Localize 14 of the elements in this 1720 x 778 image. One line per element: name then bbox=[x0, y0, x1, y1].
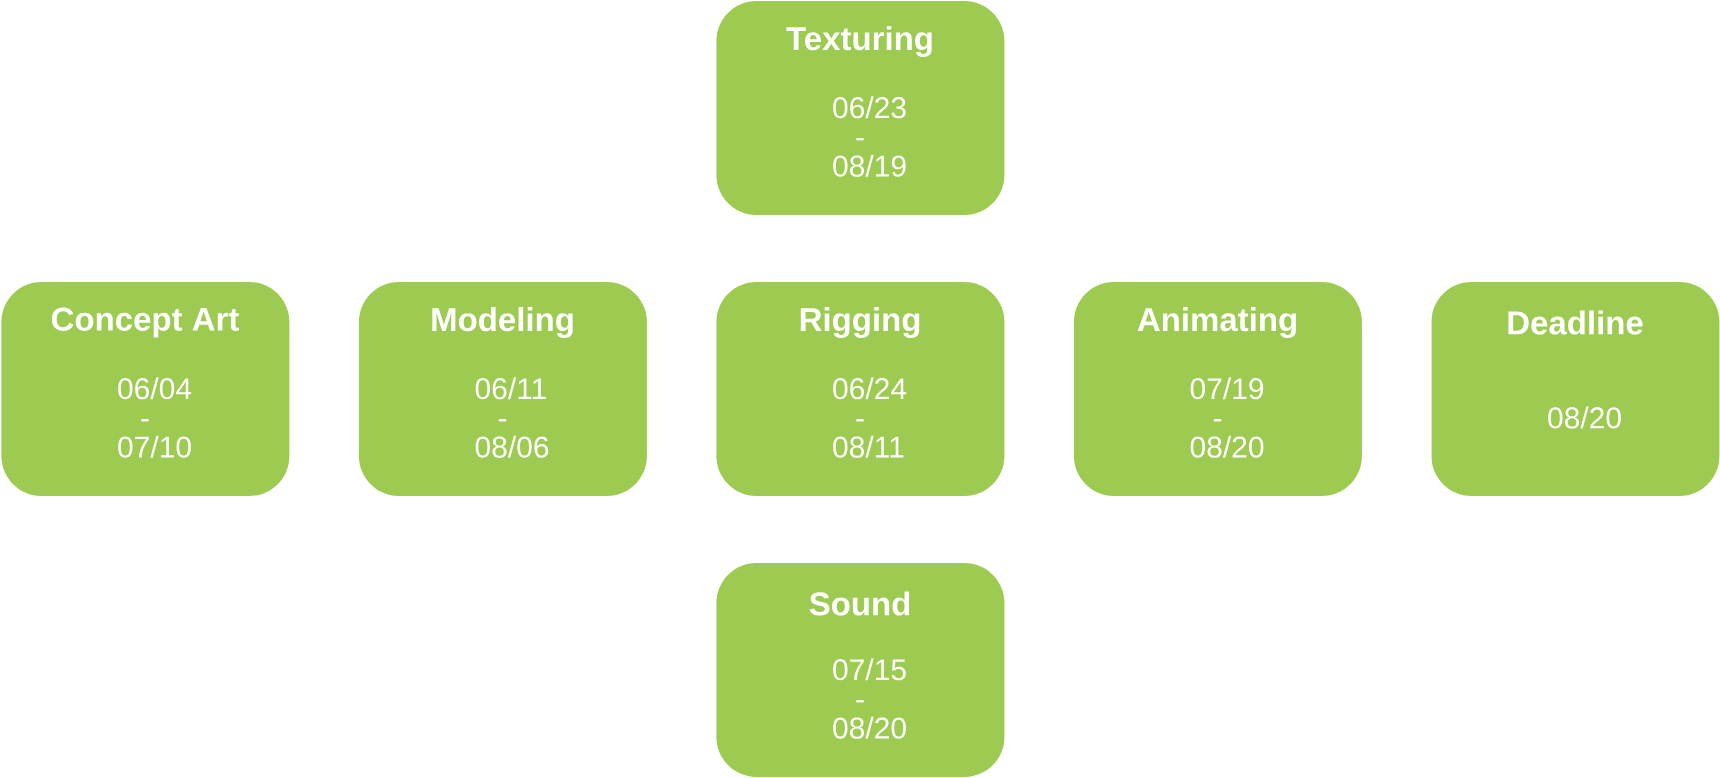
date-range: 07/15 - 08/20 bbox=[833, 658, 906, 739]
task-title: Modeling bbox=[432, 307, 573, 338]
date-range: 06/23 - 08/19 bbox=[833, 96, 906, 177]
date-range: 06/04 - 07/10 bbox=[118, 377, 192, 458]
task-title: Concept Art bbox=[51, 307, 239, 338]
date-range: 06/11 - 08/06 bbox=[475, 377, 549, 458]
date-range: 06/24 - 08/11 bbox=[833, 377, 907, 458]
date-range: 07/19 - 08/20 bbox=[1190, 377, 1264, 458]
date-range: 08/20 bbox=[1548, 406, 1621, 429]
task-title: Rigging bbox=[800, 307, 920, 338]
task-title: Sound bbox=[809, 591, 910, 616]
task-title: Texturing bbox=[786, 26, 932, 57]
task-title: Animating bbox=[1137, 307, 1296, 338]
task-title: Deadline bbox=[1508, 310, 1643, 335]
